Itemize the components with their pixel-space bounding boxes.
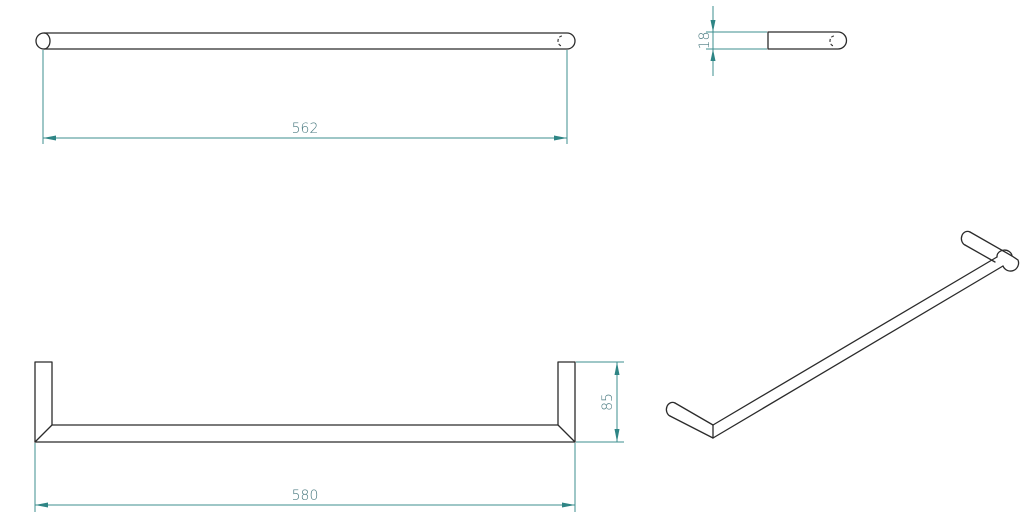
top-view: 562 — [35, 32, 576, 144]
front-view: 580 85 — [34, 361, 624, 512]
arrowhead-left — [43, 135, 56, 141]
arrowhead-top-85 — [614, 362, 620, 375]
dimension-label-85: 85 — [600, 393, 616, 411]
bar-side-end-hidden — [829, 35, 835, 47]
isometric-view — [665, 230, 1020, 439]
arrowhead-right-580 — [562, 502, 575, 508]
bar-end-left — [43, 32, 51, 50]
dimension-label-18: 18 — [697, 32, 713, 50]
iso-right-leg-end — [960, 230, 971, 246]
miter-right — [557, 424, 576, 443]
iso-right-leg — [964, 231, 1013, 263]
bar-side-outline — [767, 31, 848, 50]
iso-right-joint — [996, 249, 1020, 272]
iso-left-leg — [669, 402, 714, 439]
iso-main-bar — [712, 256, 1004, 439]
bar-outline-top — [35, 32, 576, 50]
bracket-outline — [34, 361, 576, 443]
arrowhead-top — [710, 20, 716, 32]
arrowhead-left-580 — [35, 502, 48, 508]
arrowhead-right — [554, 135, 567, 141]
iso-left-leg-end — [665, 401, 676, 417]
side-view: 18 — [697, 6, 848, 76]
dimension-label-580: 580 — [292, 488, 319, 504]
bar-end-right-hidden — [557, 35, 563, 47]
dimension-label-562: 562 — [292, 121, 319, 137]
arrowhead-bottom — [710, 49, 716, 61]
miter-left — [34, 424, 53, 443]
arrowhead-bottom-85 — [614, 429, 620, 442]
